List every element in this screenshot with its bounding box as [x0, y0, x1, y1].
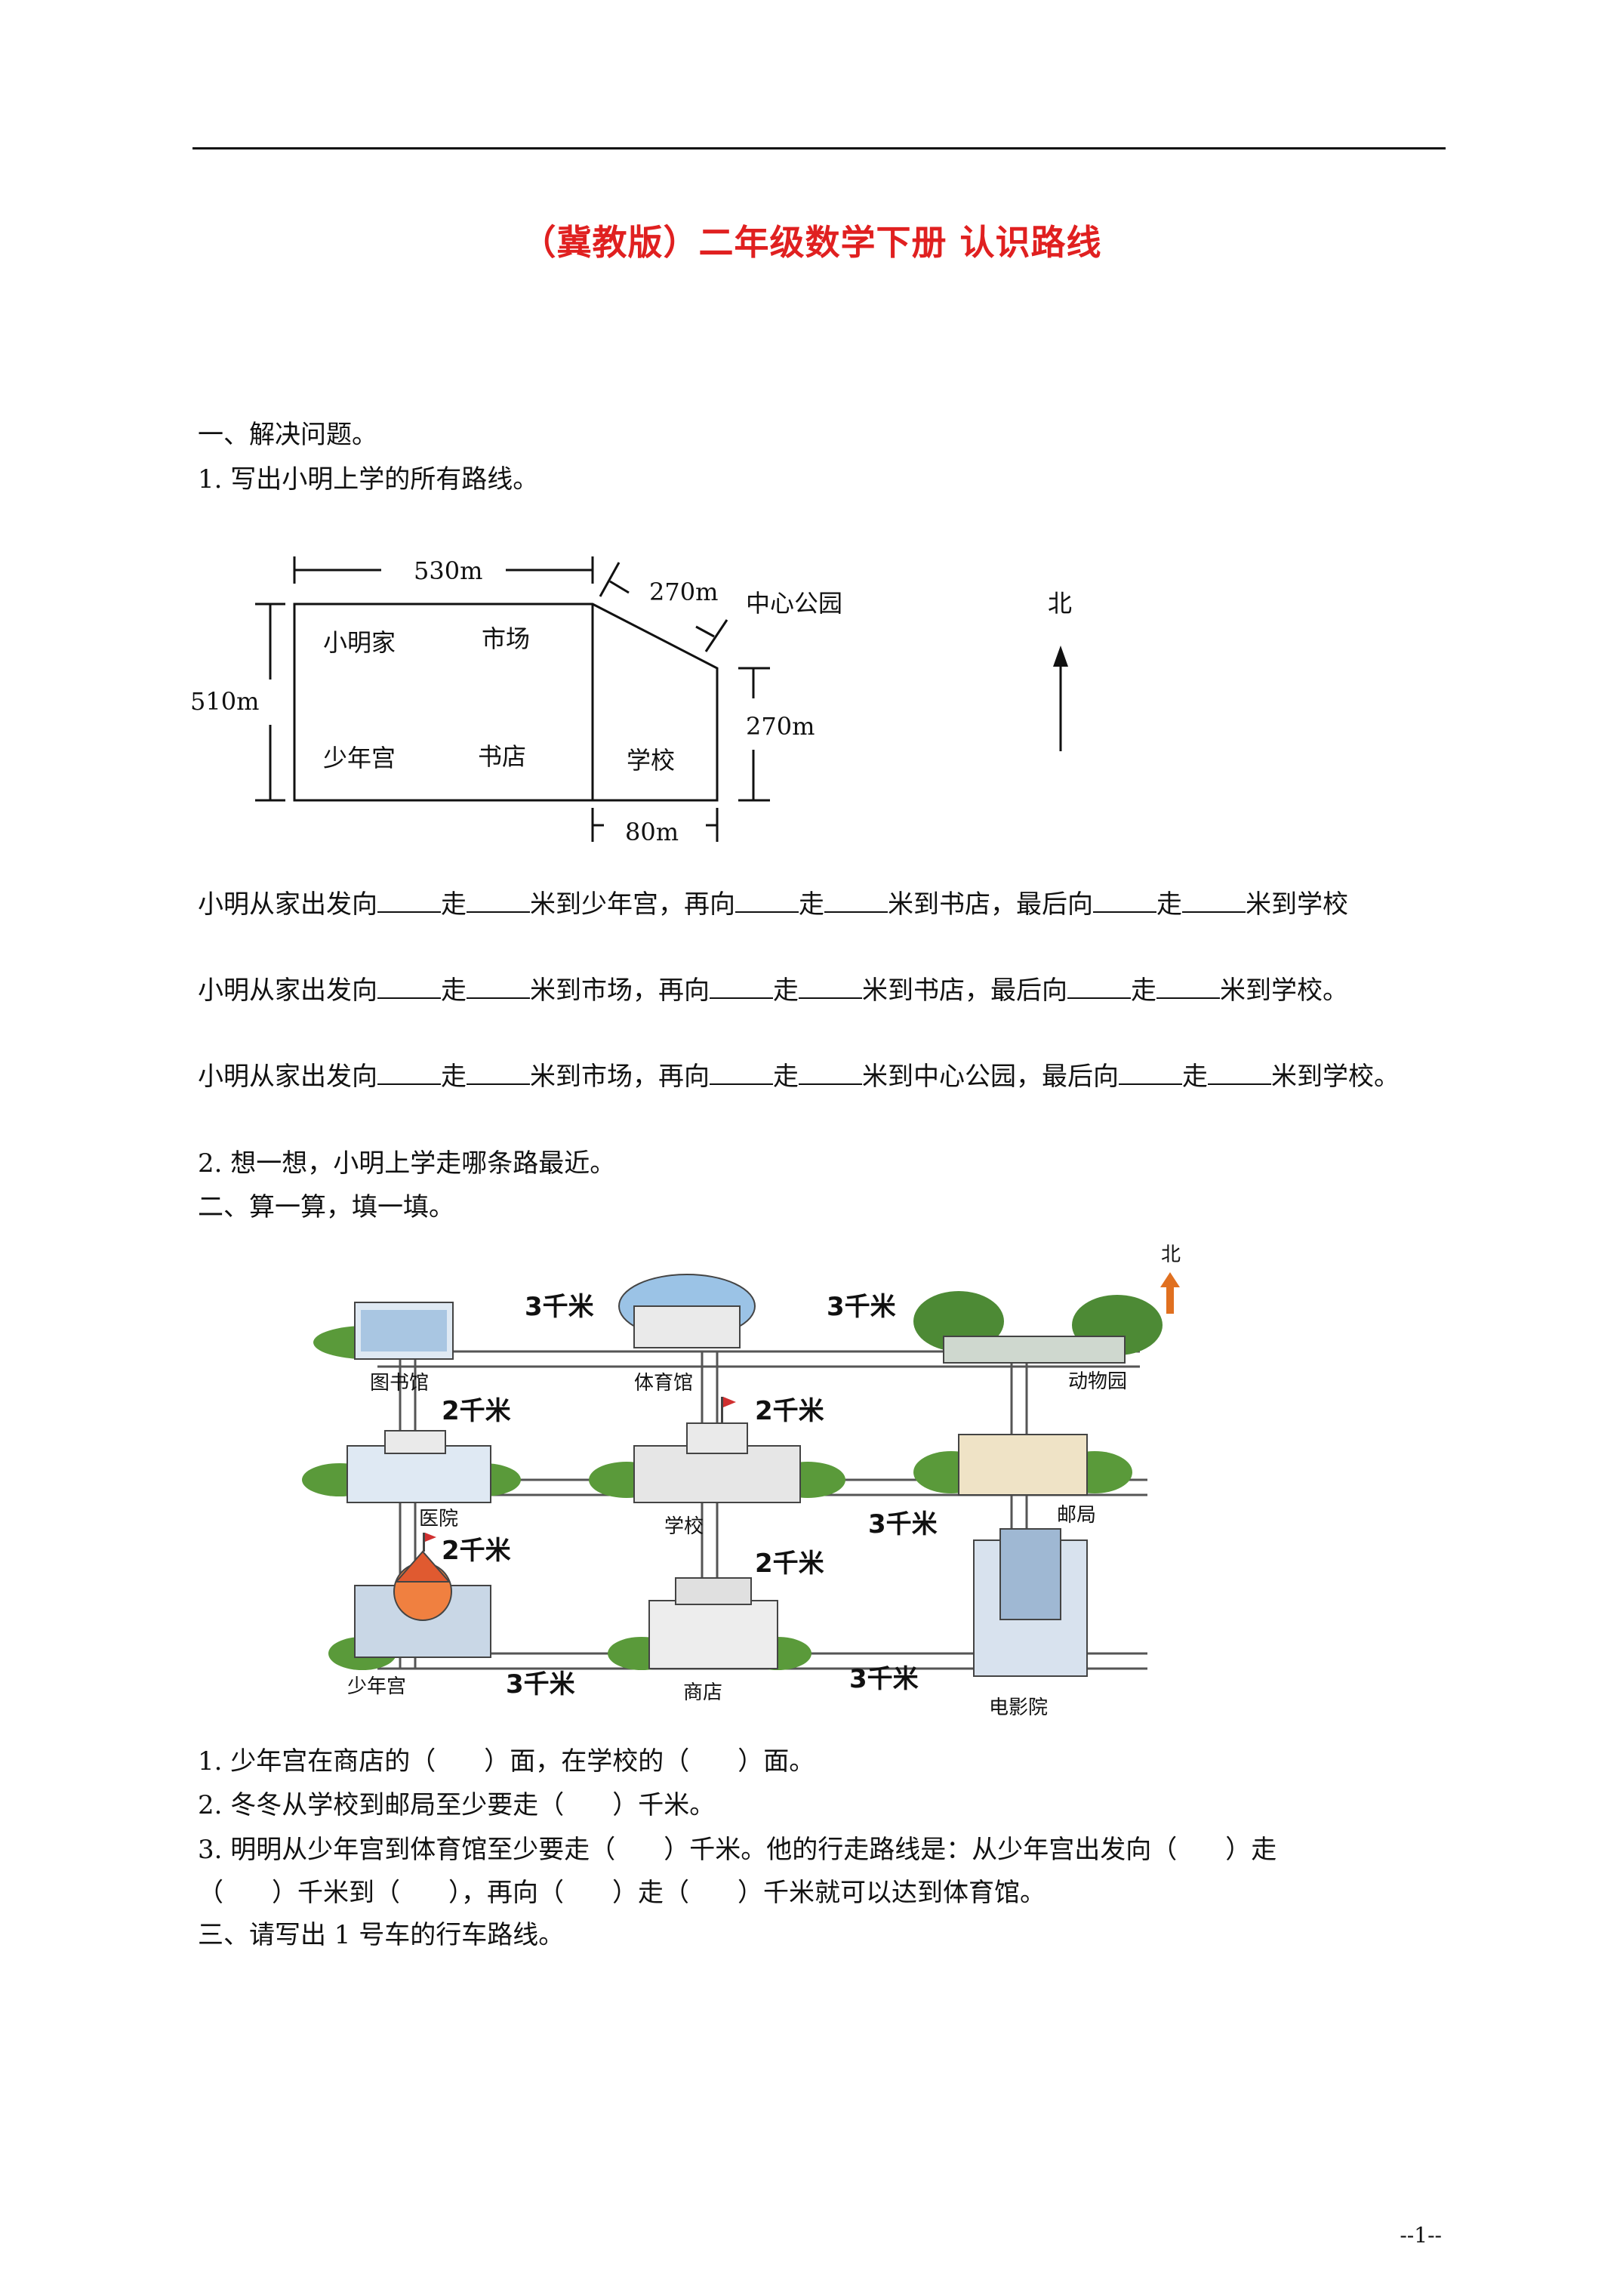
km-label: 3千米	[868, 1509, 938, 1539]
school-building	[589, 1397, 845, 1503]
question-2-1: 1. 少年宫在商店的（）面，在学校的（）面。	[198, 1746, 815, 1777]
route-diagram: 530m 270m 中心公园 北 510m 270m 80m 小明家 市场 少年…	[190, 556, 1072, 846]
km-label: 3千米	[827, 1292, 896, 1322]
blank[interactable]	[377, 889, 441, 913]
bookstore-label: 书店	[478, 742, 526, 771]
dim-right-label: 270m	[746, 712, 815, 741]
gym-label: 体育馆	[634, 1372, 693, 1395]
north-arrow-head	[1053, 646, 1068, 667]
blank[interactable]	[1182, 889, 1246, 913]
diagram-north-label: 北	[1048, 589, 1072, 618]
dim-slant-label: 270m	[649, 578, 718, 606]
city-map: 北 3千米 3千米 2千米 2千米 3千米 2千米 2千米 3千米 3千米 图书…	[302, 1244, 1181, 1719]
question-1-1: 1. 写出小明上学的所有路线。	[198, 464, 539, 495]
dim-top-label: 530m	[414, 556, 482, 585]
blank[interactable]	[799, 975, 862, 999]
blank[interactable]	[377, 975, 441, 999]
km-label: 3千米	[506, 1669, 575, 1700]
cinema-label: 电影院	[989, 1697, 1048, 1719]
youth-palace-building	[328, 1533, 491, 1670]
blank[interactable]	[710, 1061, 773, 1085]
km-label: 2千米	[442, 1536, 511, 1566]
palace-label: 少年宫	[323, 744, 396, 772]
zoo-label: 动物园	[1068, 1370, 1127, 1393]
blank[interactable]	[710, 975, 773, 999]
blank[interactable]	[467, 1061, 530, 1085]
school-label: 学校	[627, 746, 675, 775]
map-north-label: 北	[1161, 1244, 1181, 1266]
gym-building	[618, 1274, 756, 1348]
section-heading-3: 三、请写出 1 号车的行车路线。	[198, 1920, 565, 1950]
library-building	[313, 1302, 454, 1360]
question-2-3: 3. 明明从少年宫到体育馆至少要走（）千米。他的行走路线是：从少年宫出发向（）走…	[198, 1835, 1277, 1908]
question-2-2: 2. 冬冬从学校到邮局至少要走（）千米。	[198, 1790, 716, 1820]
km-label: 2千米	[442, 1396, 511, 1426]
blank[interactable]	[799, 1061, 862, 1085]
post-office-building	[913, 1434, 1132, 1496]
fill-sentence-2: 小明从家出发向走米到市场，再向走米到书店，最后向走米到学校。	[198, 975, 1348, 1006]
hospital-label: 医院	[419, 1508, 458, 1530]
map-north-arrow	[1160, 1272, 1180, 1314]
school-map-label: 学校	[664, 1515, 704, 1538]
fill-sentence-1: 小明从家出发向走米到少年宫，再向走米到书店，最后向走米到学校	[198, 889, 1348, 920]
blank[interactable]	[1067, 975, 1131, 999]
blank[interactable]	[1156, 975, 1220, 999]
home-label: 小明家	[323, 628, 396, 657]
blank[interactable]	[467, 975, 530, 999]
hospital-building	[302, 1430, 521, 1503]
blank[interactable]	[377, 1061, 441, 1085]
post-office-label: 邮局	[1057, 1504, 1096, 1527]
park-label: 中心公园	[746, 589, 842, 618]
library-label: 图书馆	[370, 1372, 429, 1395]
dim-bottom-label: 80m	[625, 818, 679, 846]
blank[interactable]	[735, 889, 799, 913]
fill-sentence-3: 小明从家出发向走米到市场，再向走米到中心公园，最后向走米到学校。	[198, 1061, 1400, 1092]
blank[interactable]	[467, 889, 530, 913]
shop-label: 商店	[683, 1681, 722, 1704]
zoo-building	[913, 1291, 1163, 1364]
km-label: 2千米	[755, 1396, 824, 1426]
km-label: 2千米	[755, 1549, 824, 1579]
question-1-2: 2. 想一想，小明上学走哪条路最近。	[198, 1148, 616, 1179]
market-label: 市场	[482, 624, 530, 653]
dim-left-label: 510m	[190, 687, 259, 716]
blank[interactable]	[824, 889, 888, 913]
header-rule	[192, 147, 1446, 149]
blank[interactable]	[1119, 1061, 1182, 1085]
km-label: 3千米	[849, 1664, 919, 1694]
page-number: --1--	[1400, 2223, 1442, 2248]
blank[interactable]	[1093, 889, 1156, 913]
youth-palace-label: 少年宫	[347, 1675, 406, 1698]
km-label: 3千米	[525, 1292, 594, 1322]
cinema-building	[973, 1528, 1088, 1677]
page-title: （冀教版）二年级数学下册 认识路线	[521, 222, 1102, 263]
blank[interactable]	[1208, 1061, 1271, 1085]
section-heading-2: 二、算一算，填一填。	[198, 1192, 454, 1222]
shop-building	[608, 1577, 812, 1670]
section-heading-1: 一、解决问题。	[198, 420, 377, 450]
